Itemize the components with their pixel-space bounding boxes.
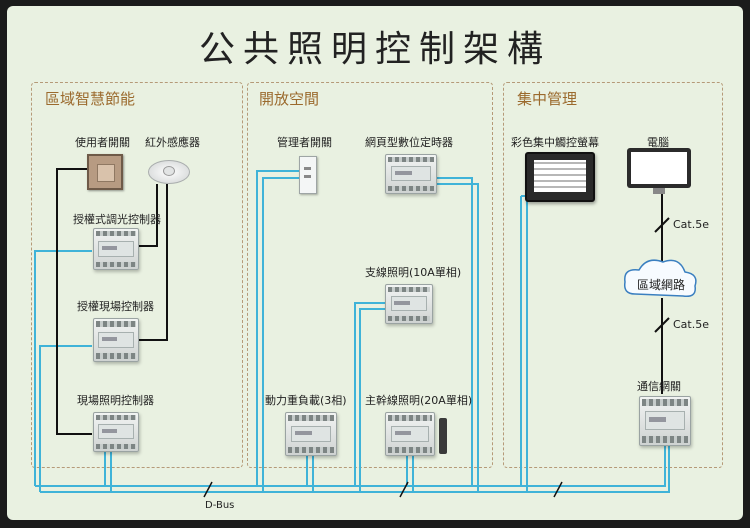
web-timer <box>385 154 437 194</box>
cloud-icon <box>623 259 697 298</box>
wiring-layer <box>34 168 697 498</box>
label-dbus: D-Bus <box>205 500 235 511</box>
label-dimmer-controller: 授權式調光控制器 <box>73 213 161 226</box>
wall-switch-icon <box>87 154 123 190</box>
local-wires <box>56 168 670 435</box>
label-site-lighting-controller: 現場照明控制器 <box>77 394 154 407</box>
zone-smart <box>31 82 243 468</box>
site-lighting-controller <box>93 412 139 452</box>
label-admin-switch: 管理者開關 <box>277 136 332 149</box>
label-computer: 電腦 <box>647 136 669 149</box>
dbus-slash-marks <box>203 481 563 498</box>
diagram-title: 公共照明控制架構 <box>198 29 551 70</box>
label-web-timer: 網頁型數位定時器 <box>365 136 453 149</box>
label-trunk-lighting: 主幹線照明(20A單相) <box>365 394 473 407</box>
zone-open <box>247 82 493 468</box>
label-gateway: 通信網關 <box>637 380 681 393</box>
label-cat5e-bottom: Cat.5e <box>673 318 709 331</box>
zone-central <box>503 82 723 468</box>
label-power-load: 動力重負載(3相) <box>265 394 347 407</box>
dimmer-controller <box>93 228 139 270</box>
label-lan: 區域網路 <box>637 278 686 292</box>
power-load-controller <box>285 412 337 456</box>
diagram-canvas: 公共照明控制架構 區域智慧節能 開放空間 集中管理 <box>7 6 743 520</box>
label-branch-lighting: 支線照明(10A單相) <box>365 266 462 279</box>
relay-module-icon <box>439 418 447 454</box>
zone-open-title: 開放空間 <box>259 90 320 108</box>
site-controller <box>93 318 139 362</box>
label-user-switch: 使用者開關 <box>75 136 130 149</box>
admin-switch-icon <box>299 156 317 194</box>
label-touch-screen: 彩色集中觸控螢幕 <box>511 136 599 149</box>
gateway-device <box>639 396 691 446</box>
branch-lighting-controller <box>385 284 433 324</box>
label-ir-sensor: 紅外感應器 <box>145 136 200 149</box>
label-cat5e-top: Cat.5e <box>673 218 709 231</box>
zone-smart-title: 區域智慧節能 <box>45 90 136 108</box>
dbus-wires <box>34 170 670 493</box>
touch-screen-icon <box>525 152 595 202</box>
trunk-lighting-controller <box>385 412 435 456</box>
zone-central-title: 集中管理 <box>517 90 578 108</box>
monitor-icon <box>627 148 691 194</box>
ir-sensor-icon <box>148 154 190 184</box>
label-site-controller: 授權現場控制器 <box>77 300 154 313</box>
